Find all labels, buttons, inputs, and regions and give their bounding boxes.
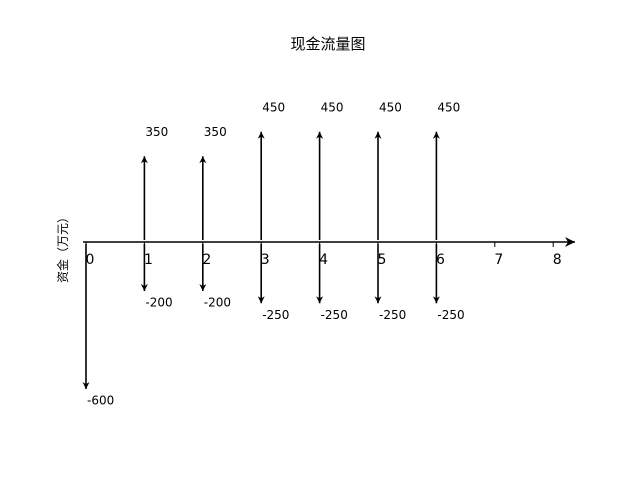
data-label: 350 <box>145 125 168 139</box>
data-label: -250 <box>321 308 348 322</box>
data-label: 350 <box>204 125 227 139</box>
chart-title: 现金流量图 <box>290 35 365 53</box>
data-label: 450 <box>437 100 460 114</box>
data-label: -200 <box>204 296 231 310</box>
data-label: -250 <box>437 308 464 322</box>
cash-flow-arrows <box>82 131 440 389</box>
x-ticks: 0 1 2 3 4 5 6 7 8 <box>85 242 562 268</box>
y-axis-label: 资金（万元） <box>55 211 70 283</box>
data-label: 450 <box>262 100 285 114</box>
data-label: -250 <box>379 308 406 322</box>
x-tick-label: 7 <box>494 252 503 268</box>
x-tick-label: 2 <box>202 252 211 268</box>
data-label: -600 <box>87 394 114 408</box>
data-label: -200 <box>145 296 172 310</box>
data-label: 450 <box>379 100 402 114</box>
x-tick-label: 6 <box>436 252 445 268</box>
x-tick-label: 8 <box>553 252 562 268</box>
x-tick-label: 3 <box>261 252 270 268</box>
x-tick-label: 5 <box>378 252 387 268</box>
x-tick-label: 0 <box>86 252 95 268</box>
data-label: 450 <box>321 100 344 114</box>
x-tick-label: 1 <box>144 252 153 268</box>
data-label: -250 <box>262 308 289 322</box>
x-tick-label: 4 <box>319 252 328 268</box>
